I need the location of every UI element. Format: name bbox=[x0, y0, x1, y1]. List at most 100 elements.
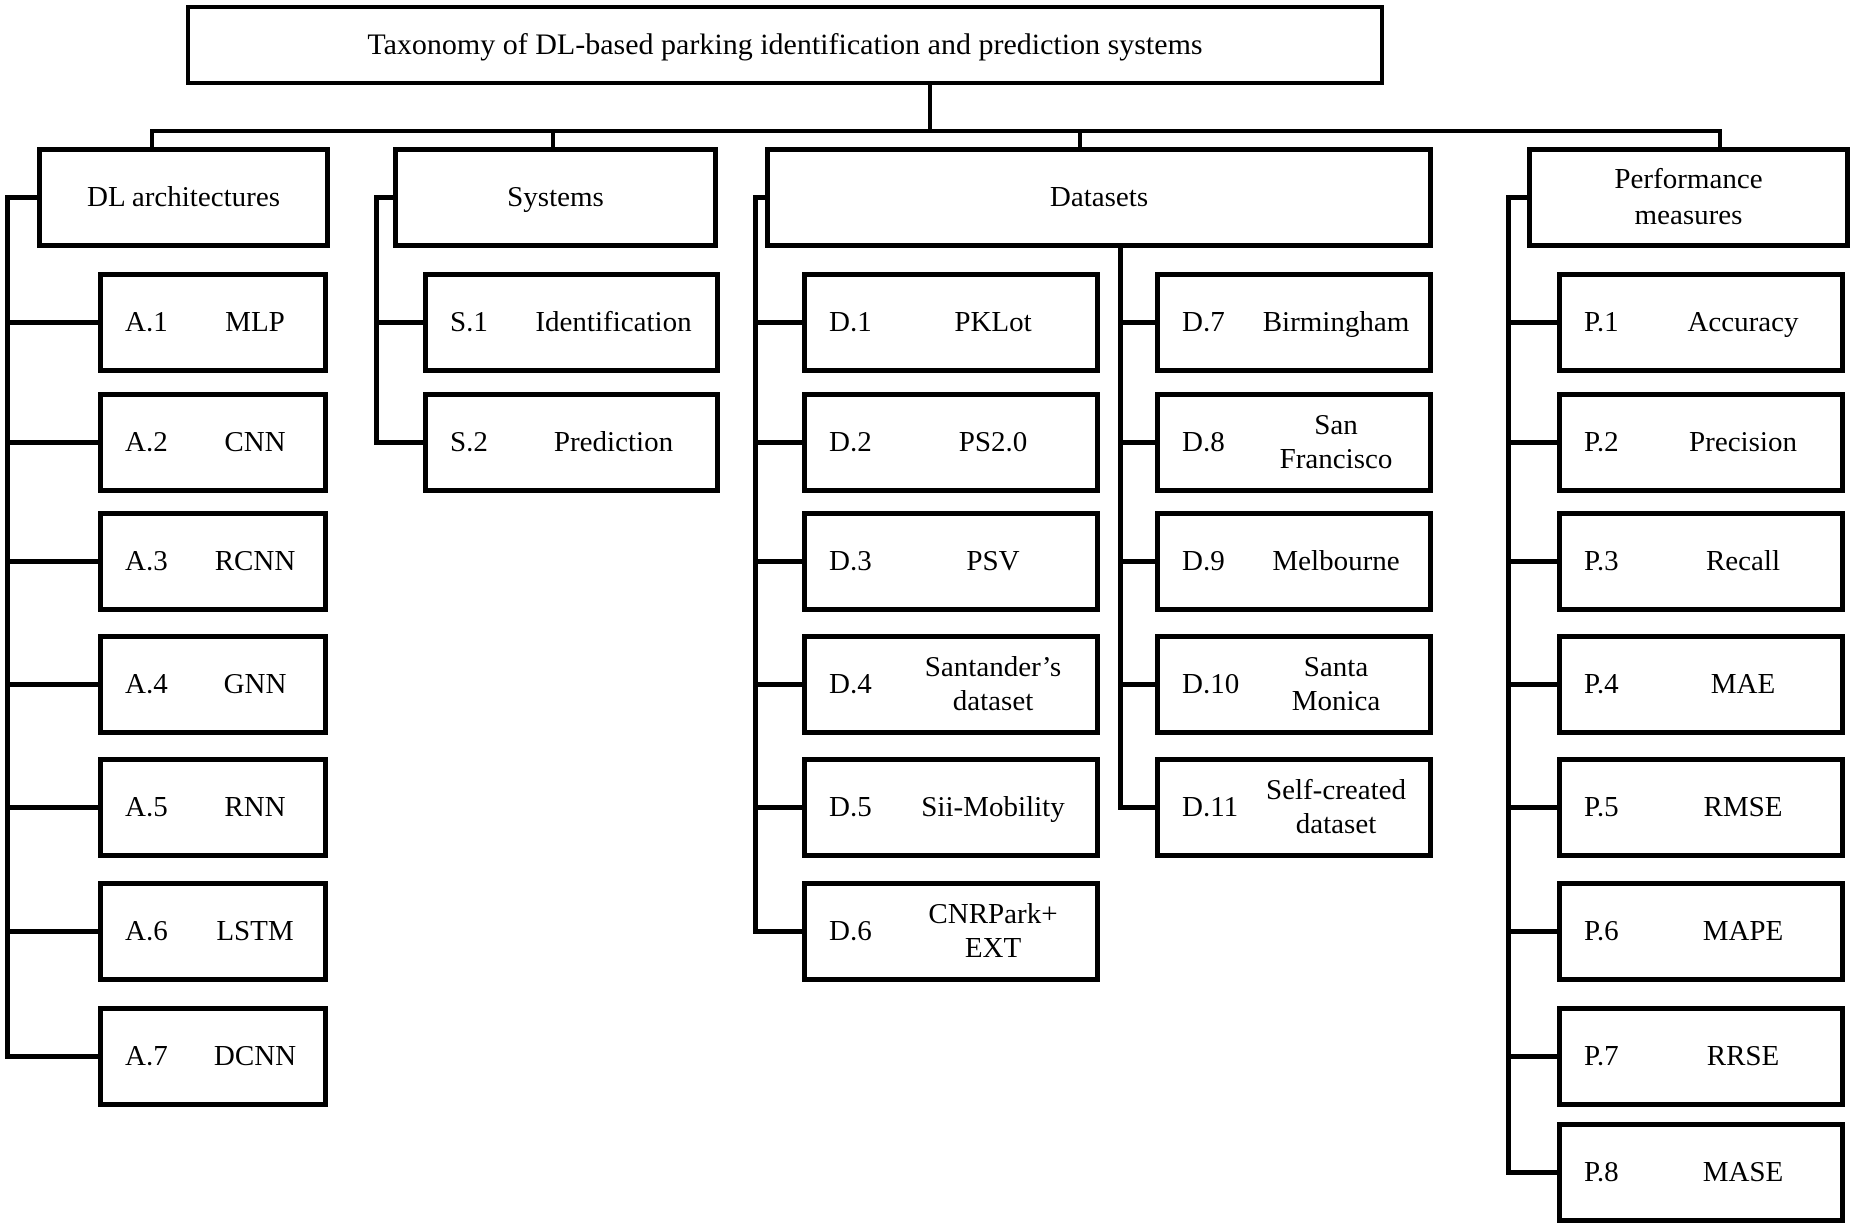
node-id: A.1 bbox=[125, 306, 168, 338]
connector-line bbox=[1118, 440, 1159, 445]
node-d1: D.1 PKLot bbox=[802, 272, 1100, 373]
node-label: Prediction bbox=[553, 425, 674, 458]
node-label: Accuracy bbox=[1687, 305, 1799, 338]
node-d10: D.10 Santa Monica bbox=[1155, 634, 1433, 735]
branch-label: Datasets bbox=[1049, 180, 1149, 213]
node-id: A.6 bbox=[125, 915, 168, 947]
node-a3: A.3 RCNN bbox=[98, 511, 328, 612]
connector-line bbox=[5, 195, 42, 200]
node-d11: D.11 Self-created dataset bbox=[1155, 757, 1433, 858]
node-id: D.5 bbox=[829, 791, 872, 823]
connector-spine-datasets-left bbox=[753, 195, 758, 934]
node-label: San Francisco bbox=[1279, 409, 1393, 475]
node-d6: D.6 CNRPark+ EXT bbox=[802, 881, 1100, 982]
connector-line bbox=[753, 682, 806, 687]
node-label: RCNN bbox=[214, 544, 296, 577]
connector-line bbox=[753, 440, 806, 445]
branch-label: Performance measures bbox=[1614, 163, 1763, 231]
connector-spine-datasets-right bbox=[1118, 248, 1123, 810]
node-p6: P.6 MAPE bbox=[1557, 881, 1845, 982]
node-d4: D.4 Santander’s dataset bbox=[802, 634, 1100, 735]
node-label: CNN bbox=[224, 425, 286, 458]
node-s2: S.2 Prediction bbox=[423, 392, 720, 493]
node-id: A.4 bbox=[125, 668, 168, 700]
node-p1: P.1 Accuracy bbox=[1557, 272, 1845, 373]
node-label: DCNN bbox=[213, 1039, 297, 1072]
node-label: RNN bbox=[224, 790, 286, 823]
connector-line bbox=[5, 1054, 102, 1059]
connector-line bbox=[1506, 440, 1561, 445]
node-label: Melbourne bbox=[1272, 544, 1400, 577]
node-d8: D.8 San Francisco bbox=[1155, 392, 1433, 493]
node-label: MAE bbox=[1710, 667, 1776, 700]
connector-line bbox=[5, 682, 102, 687]
node-a5: A.5 RNN bbox=[98, 757, 328, 858]
connector-line bbox=[1118, 320, 1159, 325]
node-id: A.3 bbox=[125, 545, 168, 577]
branch-label: DL architectures bbox=[87, 180, 280, 213]
connector-line bbox=[753, 929, 806, 934]
node-id: P.6 bbox=[1584, 915, 1619, 947]
connector-line bbox=[1506, 320, 1561, 325]
connector-line bbox=[753, 805, 806, 810]
node-a7: A.7 DCNN bbox=[98, 1006, 328, 1107]
node-label: RMSE bbox=[1703, 790, 1783, 823]
node-d7: D.7 Birmingham bbox=[1155, 272, 1433, 373]
node-label: Santa Monica bbox=[1291, 651, 1381, 717]
node-id: A.7 bbox=[125, 1040, 168, 1072]
connector-line bbox=[5, 559, 102, 564]
node-id: P.7 bbox=[1584, 1040, 1619, 1072]
connector-stub-performance bbox=[1718, 129, 1722, 149]
node-id: A.2 bbox=[125, 426, 168, 458]
node-id: A.5 bbox=[125, 791, 168, 823]
node-label: GNN bbox=[223, 667, 287, 700]
node-id: D.10 bbox=[1182, 668, 1240, 700]
connector-line bbox=[1118, 559, 1159, 564]
node-id: D.7 bbox=[1182, 306, 1225, 338]
connector-line bbox=[753, 320, 806, 325]
node-label: MLP bbox=[225, 305, 285, 338]
node-label: CNRPark+ EXT bbox=[928, 898, 1058, 964]
node-p4: P.4 MAE bbox=[1557, 634, 1845, 735]
node-id: S.2 bbox=[450, 426, 488, 458]
node-id: P.5 bbox=[1584, 791, 1619, 823]
taxonomy-title-text: Taxonomy of DL-based parking identificat… bbox=[367, 28, 1203, 61]
node-id: D.3 bbox=[829, 545, 872, 577]
node-label: PKLot bbox=[954, 305, 1032, 338]
connector-line bbox=[374, 195, 398, 200]
connector-bus bbox=[152, 129, 1722, 133]
node-p3: P.3 Recall bbox=[1557, 511, 1845, 612]
node-label: Santander’s dataset bbox=[924, 651, 1062, 717]
node-id: P.8 bbox=[1584, 1156, 1619, 1188]
connector-line bbox=[1506, 805, 1561, 810]
node-label: MASE bbox=[1702, 1155, 1784, 1188]
connector-root-drop bbox=[928, 83, 932, 131]
node-id: D.4 bbox=[829, 668, 872, 700]
node-d2: D.2 PS2.0 bbox=[802, 392, 1100, 493]
node-a2: A.2 CNN bbox=[98, 392, 328, 493]
node-id: D.1 bbox=[829, 306, 872, 338]
connector-line bbox=[1506, 682, 1561, 687]
connector-line bbox=[1506, 1170, 1561, 1175]
node-d3: D.3 PSV bbox=[802, 511, 1100, 612]
node-s1: S.1 Identification bbox=[423, 272, 720, 373]
node-label: Precision bbox=[1689, 425, 1797, 458]
node-d9: D.9 Melbourne bbox=[1155, 511, 1433, 612]
node-a4: A.4 GNN bbox=[98, 634, 328, 735]
node-label: MAPE bbox=[1702, 914, 1784, 947]
branch-label: Systems bbox=[507, 180, 604, 213]
node-label: RRSE bbox=[1706, 1039, 1780, 1072]
connector-stub-systems bbox=[551, 129, 555, 149]
branch-datasets: Datasets bbox=[765, 147, 1433, 248]
node-id: D.6 bbox=[829, 915, 872, 947]
node-p5: P.5 RMSE bbox=[1557, 757, 1845, 858]
connector-line bbox=[1506, 929, 1561, 934]
node-id: D.2 bbox=[829, 426, 872, 458]
connector-line bbox=[753, 195, 770, 200]
node-id: P.3 bbox=[1584, 545, 1619, 577]
connector-line bbox=[1118, 682, 1159, 687]
connector-line bbox=[1118, 805, 1159, 810]
node-id: D.8 bbox=[1182, 426, 1225, 458]
node-label: Birmingham bbox=[1262, 305, 1410, 338]
